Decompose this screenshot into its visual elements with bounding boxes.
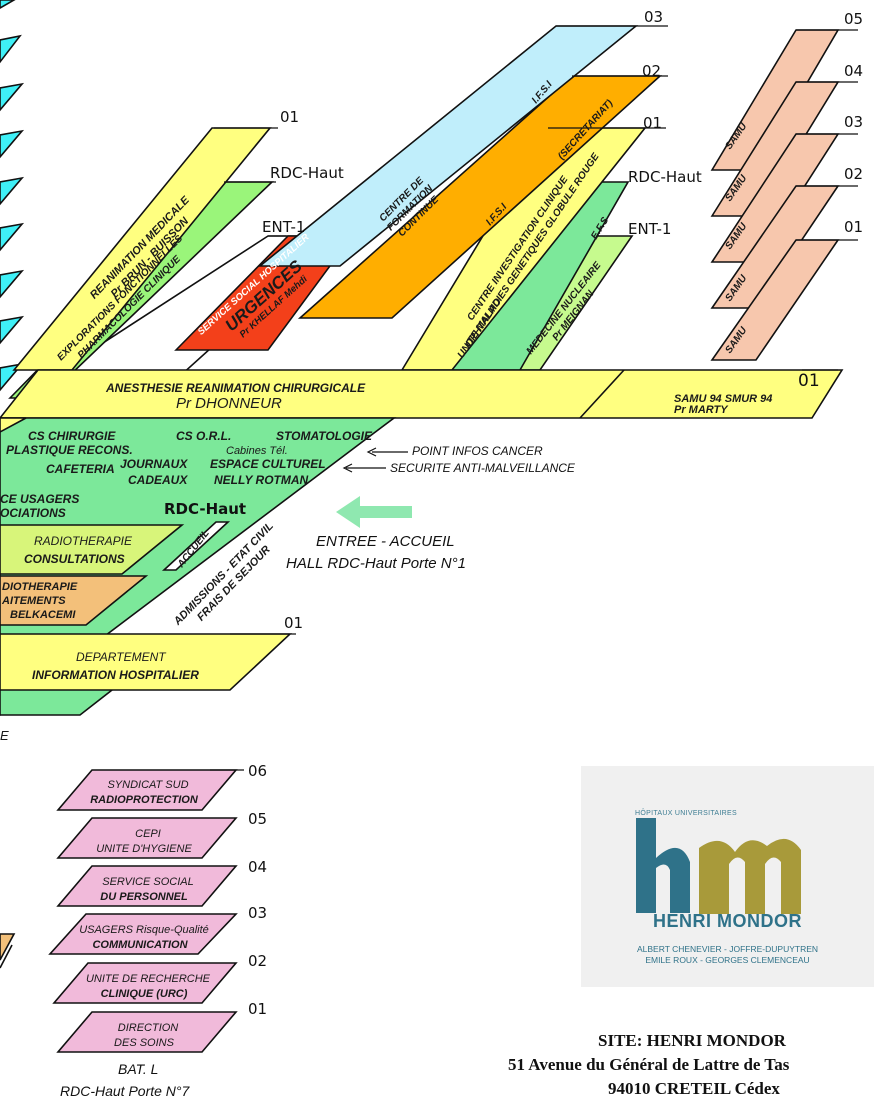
radiotherapie-trait-1: DIOTHERAPIE [2,581,78,593]
svg-text:UNITE DE RECHERCHE: UNITE DE RECHERCHE [86,973,211,985]
site-address: 51 Avenue du Général de Lattre de Tas [508,1055,790,1074]
level-ent1: ENT-1 [628,220,671,238]
point-infos-cancer: POINT INFOS CANCER [412,444,543,458]
svg-text:CLINIQUE (URC): CLINIQUE (URC) [101,988,188,1000]
radiotherapie-trait-plate [0,575,149,626]
samu-level-01: 01 [844,218,863,236]
samu-level-04: 04 [844,62,863,80]
anesthesie-plate [0,369,844,419]
logo-line-2: EMILE ROUX - GEORGES CLEMENCEAU [645,955,810,965]
batl-level-01: 01 [248,1000,267,1018]
level-left-01: 01 [280,108,299,126]
svg-text:DES SOINS: DES SOINS [114,1037,175,1049]
dept-level-01: 01 [284,614,303,632]
svg-text:RADIOPROTECTION: RADIOPROTECTION [90,794,199,806]
batl-level-06: 06 [248,762,267,780]
svg-text:COMMUNICATION: COMMUNICATION [92,939,188,951]
departement-2: INFORMATION HOSPITALIER [32,668,199,682]
radiotherapie-consult-1: RADIOTHERAPIE [34,534,133,548]
anesthesie-pr: Pr DHONNEUR [176,395,282,412]
svg-text:DIRECTION: DIRECTION [118,1022,179,1034]
radiotherapie-consult-plate [0,524,185,575]
level-left-ent1: ENT-1 [262,218,305,236]
site-city: 94010 CRETEIL Cédex [608,1079,780,1098]
batl-level-03: 03 [248,904,267,922]
cs-chirurgie-2: PLASTIQUE RECONS. [6,443,133,457]
anesthesie-label: ANESTHESIE REANIMATION CHIRURGICALE [105,381,366,395]
svg-text:UNITE D'HYGIENE: UNITE D'HYGIENE [96,843,192,855]
level-left-rdc: RDC-Haut [270,164,344,182]
batl-level-02: 02 [248,952,267,970]
batl-level-05: 05 [248,810,267,828]
samu-stack [710,29,840,361]
hall-level-rdc: RDC-Haut [164,500,246,518]
svg-text:USAGERS Risque-Qualité: USAGERS Risque-Qualité [79,924,209,936]
cs-chirurgie: CS CHIRURGIE [28,429,116,443]
espace-culturel: ESPACE CULTUREL [210,457,326,471]
svg-text:DU PERSONNEL: DU PERSONNEL [100,891,188,903]
logo-name: HENRI MONDOR [653,911,802,931]
accueil-box [161,521,231,571]
level-01: 01 [643,114,662,132]
site-name: SITE: HENRI MONDOR [598,1031,787,1050]
level-rdc-haut: RDC-Haut [628,168,702,186]
hm-logo-m-icon [699,838,801,914]
radiotherapie-trait-2: AITEMENTS [1,595,66,607]
samu94-pr: Pr MARTY [674,404,729,416]
batl-stack [48,769,238,1053]
cs-orl: CS O.R.L. [176,429,231,443]
stomatologie: STOMATOLOGIE [276,429,373,443]
samu-level-05: 05 [844,10,863,28]
securite-label: SECURITE ANTI-MALVEILLANCE [390,461,576,475]
samu94-label: SAMU 94 SMUR 94 [674,393,772,405]
hm-logo-icon [636,818,690,913]
departement-1: DEPARTEMENT [76,650,167,664]
batl-level-04: 04 [248,858,267,876]
usagers-1: CE USAGERS [0,492,79,506]
logo-line-1: ALBERT CHENEVIER - JOFFRE-DUPUYTREN [636,944,819,954]
entree-accueil: ENTREE - ACCUEIL [316,533,455,550]
svg-text:SERVICE SOCIAL: SERVICE SOCIAL [102,876,194,888]
svg-text:SYNDICAT SUD: SYNDICAT SUD [107,779,188,791]
henri-mondor-logo: HÔPITAUX UNIVERSITAIRES HENRI MONDOR ALB… [581,766,874,987]
left-cyan-stack [0,0,25,392]
logo-top-text: HÔPITAUX UNIVERSITAIRES [635,810,737,817]
level-02: 02 [642,62,661,80]
batl-caption-1: BAT. L [118,1061,158,1077]
journaux-2: CADEAUX [128,473,188,487]
espace-culturel-2: NELLY ROTMAN [214,473,309,487]
batl-caption-2: RDC-Haut Porte N°7 [60,1083,191,1099]
cs-orl-2: Cabines Tél. [226,445,288,457]
level-03: 03 [644,8,663,26]
radiotherapie-trait-3: BELKACEMI [10,609,76,621]
cafeteria: CAFETERIA [46,462,115,476]
radiotherapie-consult-2: CONSULTATIONS [24,552,125,566]
batl-labels: SYNDICAT SUD RADIOPROTECTION CEPI UNITE … [79,779,210,1049]
samu-level-03: 03 [844,113,863,131]
svg-text:CEPI: CEPI [135,828,161,840]
edge-e: E [0,728,9,743]
entree-arrow-icon [336,496,412,528]
hall-porte: HALL RDC-Haut Porte N°1 [286,555,466,572]
samu-level-02: 02 [844,165,863,183]
ground-level-01: 01 [798,371,820,391]
usagers-2: OCIATIONS [0,506,66,520]
journaux: JOURNAUX [120,457,188,471]
